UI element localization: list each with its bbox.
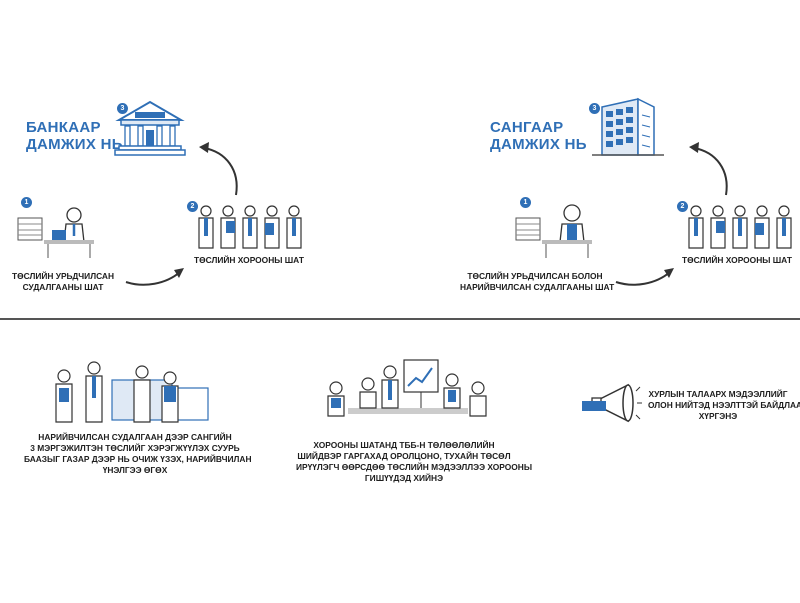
bank-step1-caption: ТӨСЛИЙН УРЬДЧИЛСАН СУДАЛГААНЫ ШАТ — [8, 271, 118, 293]
fund-step3-badge: 3 — [589, 103, 600, 114]
site-visit-caption: НАРИЙВЧИЛСАН СУДАЛГААН ДЭЭР САНГИЙН 3 МЭ… — [24, 432, 252, 476]
section-divider — [0, 318, 800, 320]
committee-illustration — [688, 205, 792, 249]
fund-title-line2: ДАМЖИХ НЬ — [490, 136, 587, 153]
site-visit-illustration — [55, 361, 209, 423]
bank-step1-caption-line2: СУДАЛГААНЫ ШАТ — [22, 282, 104, 292]
committee-illustration — [198, 205, 302, 249]
committee-meeting-caption-line1: ХОРООНЫ ШАТАНД ТББ-Н ТӨЛӨӨЛӨЛИЙН — [313, 440, 495, 450]
publicity-caption-line1: ХУРЛЫН ТАЛААРХ МЭДЭЭЛЛИЙГ — [648, 389, 788, 399]
fund-step1-caption-line1: ТӨСЛИЙН УРЬДЧИЛСАН БОЛОН — [467, 271, 603, 281]
fund-flow-title: САНГААР ДАМЖИХ НЬ — [490, 119, 587, 153]
bank-step1-badge: 1 — [21, 197, 32, 208]
site-visit-caption-line4: ҮНЭЛГЭЭ ӨГӨХ — [102, 465, 168, 475]
flow-arrow-icon — [199, 142, 238, 196]
bank-title-line2: ДАМЖИХ НЬ — [26, 136, 123, 153]
fund-step1-caption-line2: НАРИЙВЧИЛСАН СУДАЛГААНЫ ШАТ — [460, 282, 615, 292]
site-visit-caption-line2: 3 МЭРГЭЖИЛТЭН ТӨСЛИЙГ ХЭРЭГЖҮҮЛЭХ СУУРЬ — [30, 443, 240, 453]
publicity-caption-line2: ОЛОН НИЙТЭД НЭЭЛТТЭЙ БАЙДЛААР — [648, 400, 800, 410]
flow-arrow-icon — [125, 268, 184, 286]
site-visit-caption-line1: НАРИЙВЧИЛСАН СУДАЛГААН ДЭЭР САНГИЙН — [38, 432, 232, 442]
committee-meeting-caption-line3: ИРҮҮЛЭГЧ ӨӨРСДӨӨ ТӨСЛИЙН МЭДЭЭЛЛЭЭ ХОРОО… — [296, 462, 533, 472]
flow-arrow-icon — [689, 142, 728, 196]
committee-meeting-caption: ХОРООНЫ ШАТАНД ТББ-Н ТӨЛӨӨЛӨЛИЙН ШИЙДВЭР… — [296, 440, 533, 484]
bank-step2-caption: ТӨСЛИЙН ХОРООНЫ ШАТ — [194, 255, 304, 265]
publicity-caption: ХУРЛЫН ТАЛААРХ МЭДЭЭЛЛИЙГ ОЛОН НИЙТЭД НЭ… — [648, 389, 800, 422]
site-visit-caption-line3: БААЗЫГ ГАЗАР ДЭЭР НЬ ОЧИЖ ҮЗЭХ, НАРИЙВЧИ… — [24, 454, 252, 464]
flow-arrow-icon — [615, 268, 674, 286]
bank-title-line1: БАНКААР — [26, 119, 101, 136]
committee-meeting-caption-line4: ГИШҮҮДЭД ХИЙНЭ — [364, 473, 444, 483]
fund-step1-caption: ТӨСЛИЙН УРЬДЧИЛСАН БОЛОН НАРИЙВЧИЛСАН СУ… — [460, 271, 615, 293]
bank-building-icon — [114, 100, 186, 156]
bank-flow-title: БАНКААР ДАМЖИХ НЬ — [26, 119, 123, 153]
fund-step2-badge: 2 — [677, 201, 688, 212]
bank-step1-caption-line1: ТӨСЛИЙН УРЬДЧИЛСАН — [11, 271, 115, 281]
fund-step2-caption: ТӨСЛИЙН ХОРООНЫ ШАТ — [682, 255, 792, 265]
publicity-caption-line3: ХҮРГЭНЭ — [698, 411, 738, 421]
fund-title-line1: САНГААР — [490, 119, 564, 136]
bank-step3-badge: 3 — [117, 103, 128, 114]
committee-meeting-caption-line2: ШИЙДВЭР ГАРГАХАД ОРОЛЦОНО, ТУХАЙН ТӨСӨЛ — [297, 451, 511, 461]
office-building-icon — [592, 97, 664, 156]
desk-worker-illustration — [17, 207, 94, 258]
fund-step1-badge: 1 — [520, 197, 531, 208]
committee-meeting-illustration — [327, 359, 487, 417]
megaphone-icon — [582, 383, 642, 423]
desk-worker-illustration — [515, 204, 592, 258]
bank-step2-badge: 2 — [187, 201, 198, 212]
